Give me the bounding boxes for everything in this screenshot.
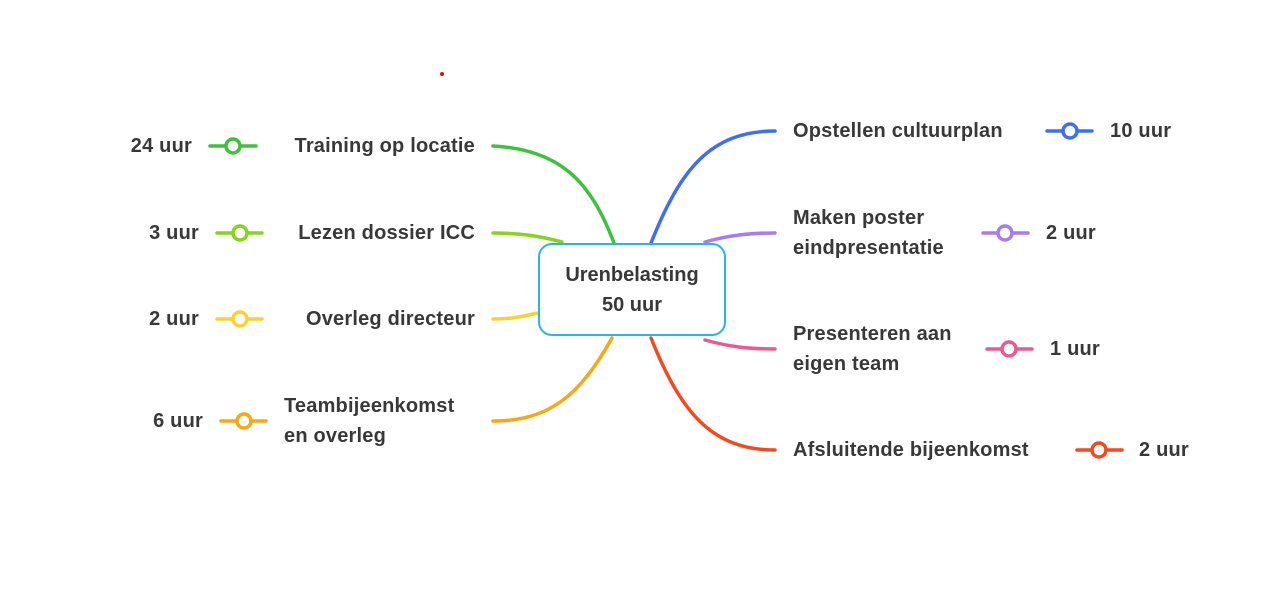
branch-line-training xyxy=(491,144,616,245)
hours-cultuurplan: 10 uur xyxy=(1110,120,1172,142)
hours-overleg: 2 uur xyxy=(149,308,199,330)
topic-label-line-2: en overleg xyxy=(284,425,387,447)
branch-line-afsluitende xyxy=(649,336,777,452)
topic-lezen[interactable]: Lezen dossier ICC xyxy=(298,218,475,248)
topic-overleg[interactable]: Overleg directeur xyxy=(306,304,475,334)
topic-label: Overleg directeur xyxy=(305,308,475,330)
topic-label: Training op locatie xyxy=(294,135,475,157)
topic-team[interactable]: Teambijeenkomst en overleg xyxy=(284,391,454,451)
connector-icon-lezen xyxy=(215,224,264,242)
topic-poster[interactable]: Maken poster eindpresentatie xyxy=(793,203,944,263)
connector-icon-team xyxy=(219,412,268,430)
topic-label-line-1: Teambijeenkomst xyxy=(284,395,455,417)
connector-icon-presenteren xyxy=(985,340,1034,358)
topic-label: Opstellen cultuurplan xyxy=(793,120,1003,142)
central-topic-total: 50 uur xyxy=(601,293,663,316)
branch-line-lezen xyxy=(491,231,564,244)
connector-icon-cultuurplan xyxy=(1045,122,1094,140)
topic-label-line-2: eigen team xyxy=(793,353,900,375)
branch-line-presenteren xyxy=(703,338,777,351)
hours-team: 6 uur xyxy=(153,410,203,432)
central-topic[interactable]: Urenbelasting 50 uur xyxy=(538,243,726,336)
connector-icon-afsluitende xyxy=(1075,441,1124,459)
connector-icon-poster xyxy=(981,224,1030,242)
connector-icon-training xyxy=(208,137,258,155)
topic-cultuurplan[interactable]: Opstellen cultuurplan xyxy=(793,116,1003,146)
topic-label-line-1: Presenteren aan xyxy=(793,323,952,345)
topic-presenteren[interactable]: Presenteren aan eigen team xyxy=(793,319,952,379)
hours-lezen: 3 uur xyxy=(149,222,199,244)
hours-afsluitende: 2 uur xyxy=(1139,439,1189,461)
topic-training[interactable]: Training op locatie xyxy=(295,131,476,161)
branch-line-cultuurplan xyxy=(649,129,777,245)
central-topic-title: Urenbelasting xyxy=(565,263,699,286)
branch-line-team xyxy=(491,336,614,423)
hours-poster: 2 uur xyxy=(1046,222,1096,244)
topic-label: Afsluitende bijeenkomst xyxy=(793,439,1029,461)
connector-icon-overleg xyxy=(215,310,264,328)
topic-label-line-1: Maken poster xyxy=(793,207,925,229)
topic-afsluitende[interactable]: Afsluitende bijeenkomst xyxy=(793,435,1029,465)
branch-line-overleg xyxy=(491,311,540,321)
topic-label-line-2: eindpresentatie xyxy=(793,237,944,259)
hours-presenteren: 1 uur xyxy=(1050,338,1100,360)
topic-label: Lezen dossier ICC xyxy=(298,222,475,244)
branch-line-poster xyxy=(703,231,777,244)
red-dot-marker xyxy=(440,72,444,76)
hours-training: 24 uur xyxy=(130,135,192,157)
